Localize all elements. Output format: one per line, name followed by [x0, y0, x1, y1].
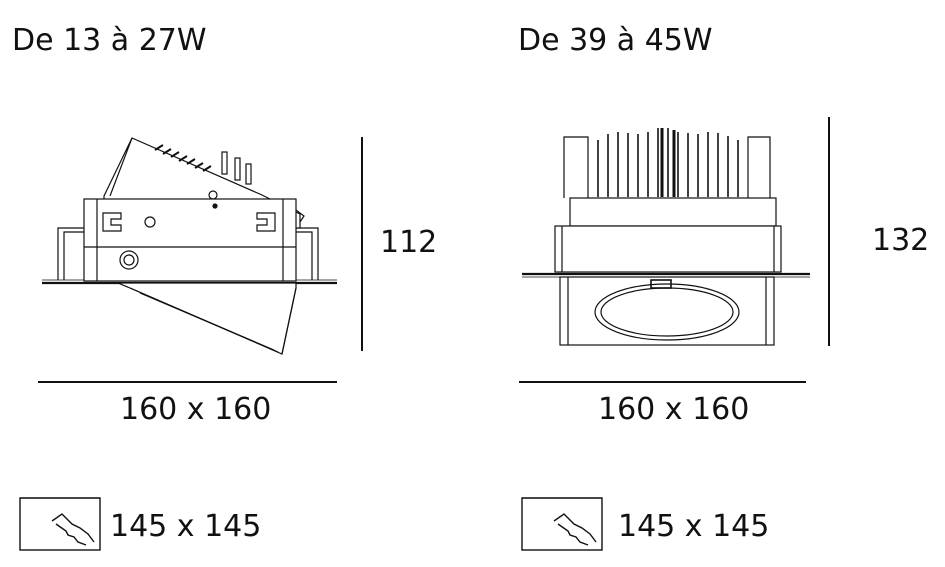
footprint-dimension-left: 160 x 160: [120, 392, 272, 427]
height-dimension-right: 132: [872, 223, 930, 258]
luminaire-drawing-right: [519, 117, 830, 383]
power-range-right: De 39 à 45W: [518, 23, 713, 58]
power-range-left: De 13 à 27W: [12, 23, 207, 58]
footprint-dimension-right: 160 x 160: [598, 392, 750, 427]
cutout-dimension-right: 145 x 145: [618, 509, 770, 544]
cutout-icon-left: [19, 497, 101, 551]
height-dimension-left: 112: [380, 225, 438, 260]
luminaire-drawing-left: [38, 137, 363, 383]
cutout-dimension-left: 145 x 145: [110, 509, 262, 544]
cutout-icon-right: [521, 497, 603, 551]
